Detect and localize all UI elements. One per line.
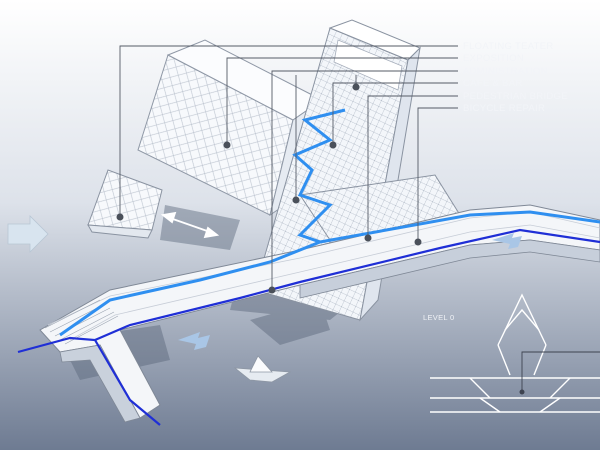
floating-theater	[87, 169, 163, 239]
callout-dot-icon	[116, 83, 422, 294]
label-cafe-bar: CAFE & BAR	[463, 78, 523, 89]
callout-dot-icon	[519, 389, 525, 395]
direction-arrow-icon	[178, 332, 210, 350]
inset-callout	[521, 351, 600, 392]
label-bicycle-repair: BICYCLE REPAIR	[463, 103, 546, 114]
paper-boat-icon	[233, 355, 292, 383]
label-exposition: EXPOSITION	[463, 53, 525, 64]
direction-arrow-icon	[492, 233, 522, 249]
exposition-volume	[137, 39, 323, 217]
stairs	[44, 299, 119, 345]
direction-arrow-icon	[7, 215, 49, 253]
label-pedestrian-bridge: PEDESTRIAN BRIDGE	[463, 91, 568, 102]
label-administration: ADMINISTRATION	[463, 66, 548, 77]
inset-detail	[430, 293, 600, 413]
callout-lines	[119, 45, 458, 290]
label-floating-theater: FLOATING TEATER	[463, 41, 554, 52]
level-label: LEVEL 0	[423, 313, 455, 322]
pedestrian-route	[59, 108, 600, 337]
bicycle-route	[17, 228, 600, 426]
double-arrow-icon	[160, 211, 220, 239]
